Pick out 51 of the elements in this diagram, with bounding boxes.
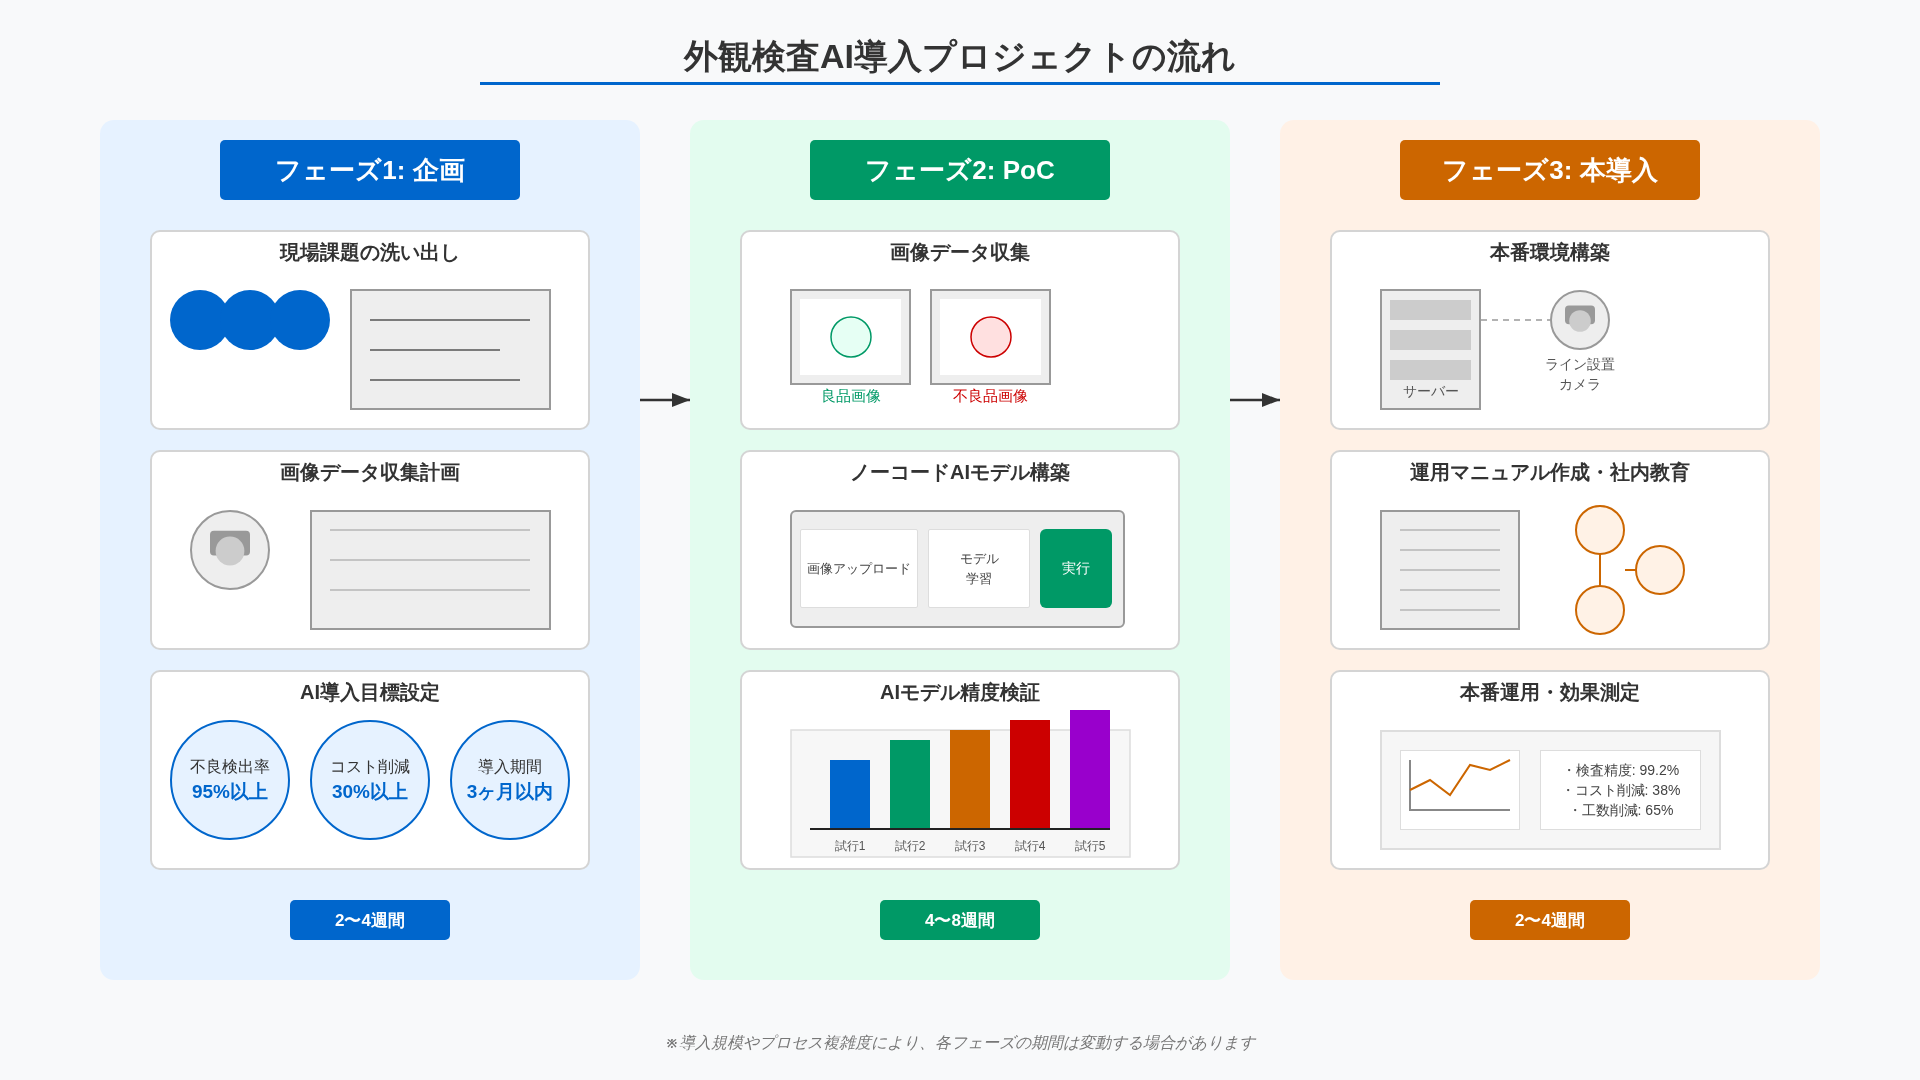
phase-panel [1280, 120, 1820, 980]
stat-text: ・コスト削減: 38% [1560, 781, 1681, 800]
server-box [1380, 289, 1481, 410]
task-card [740, 450, 1180, 650]
arrow [1230, 393, 1280, 407]
dashed-line [1480, 319, 1551, 321]
step-box: 画像アップロード [800, 529, 918, 608]
phase-panel [690, 120, 1230, 980]
task-card [1330, 450, 1770, 650]
card-title: 運用マニュアル作成・社内教育 [1410, 459, 1690, 485]
task-card [150, 230, 590, 430]
stats-box [1540, 750, 1701, 830]
card-title: ノーコードAIモデル構築 [850, 459, 1070, 485]
duration-badge: 2〜4週間 [1470, 900, 1630, 940]
goal-value: 3ヶ月以内 [466, 780, 554, 804]
camera-label: ライン設置カメラ [1544, 355, 1616, 394]
task-card [740, 230, 1180, 430]
task-card [150, 670, 590, 870]
server-label: サーバー [1402, 383, 1459, 401]
task-card [1330, 670, 1770, 870]
step-box: モデル学習 [928, 529, 1030, 608]
diagram-title: 外観検査AI導入プロジェクトの流れ [684, 36, 1236, 77]
task-card [150, 450, 590, 650]
goal-label: コスト削減 [330, 757, 410, 777]
goal-value: 95%以上 [192, 780, 268, 804]
dashboard-panel [1380, 730, 1721, 850]
card-title: AI導入目標設定 [300, 679, 440, 705]
card-title: 画像データ収集計画 [280, 459, 460, 485]
phase-header: フェーズ1: 企画 [220, 140, 520, 200]
phase-header: フェーズ2: PoC [810, 140, 1110, 200]
card-title: 本番環境構築 [1490, 239, 1610, 265]
card-title: 本番運用・効果測定 [1460, 679, 1640, 705]
stat-text: ・検査精度: 99.2% [1561, 761, 1680, 780]
image-label: 不良品画像 [953, 386, 1028, 406]
duration-badge: 4〜8週間 [880, 900, 1040, 940]
arrow [640, 393, 690, 407]
stat-text: ・工数削減: 65% [1567, 801, 1674, 820]
phase-header: フェーズ3: 本導入 [1400, 140, 1700, 200]
phase-panel [100, 120, 640, 980]
image-label: 良品画像 [820, 386, 881, 406]
app-window [790, 510, 1125, 628]
goal-label: 不良検出率 [190, 757, 270, 777]
goal-label: 導入期間 [478, 757, 542, 777]
card-title: AIモデル精度検証 [880, 679, 1040, 705]
goal-value: 30%以上 [332, 780, 408, 804]
task-card [1330, 230, 1770, 430]
duration-badge: 2〜4週間 [290, 900, 450, 940]
run-button: 実行 [1040, 529, 1112, 608]
card-title: 画像データ収集 [890, 239, 1030, 265]
caption-note: ※導入規模やプロセス複雑度により、各フェーズの期間は変動する場合があります [665, 1032, 1255, 1053]
card-title: 現場課題の洗い出し [280, 239, 460, 265]
